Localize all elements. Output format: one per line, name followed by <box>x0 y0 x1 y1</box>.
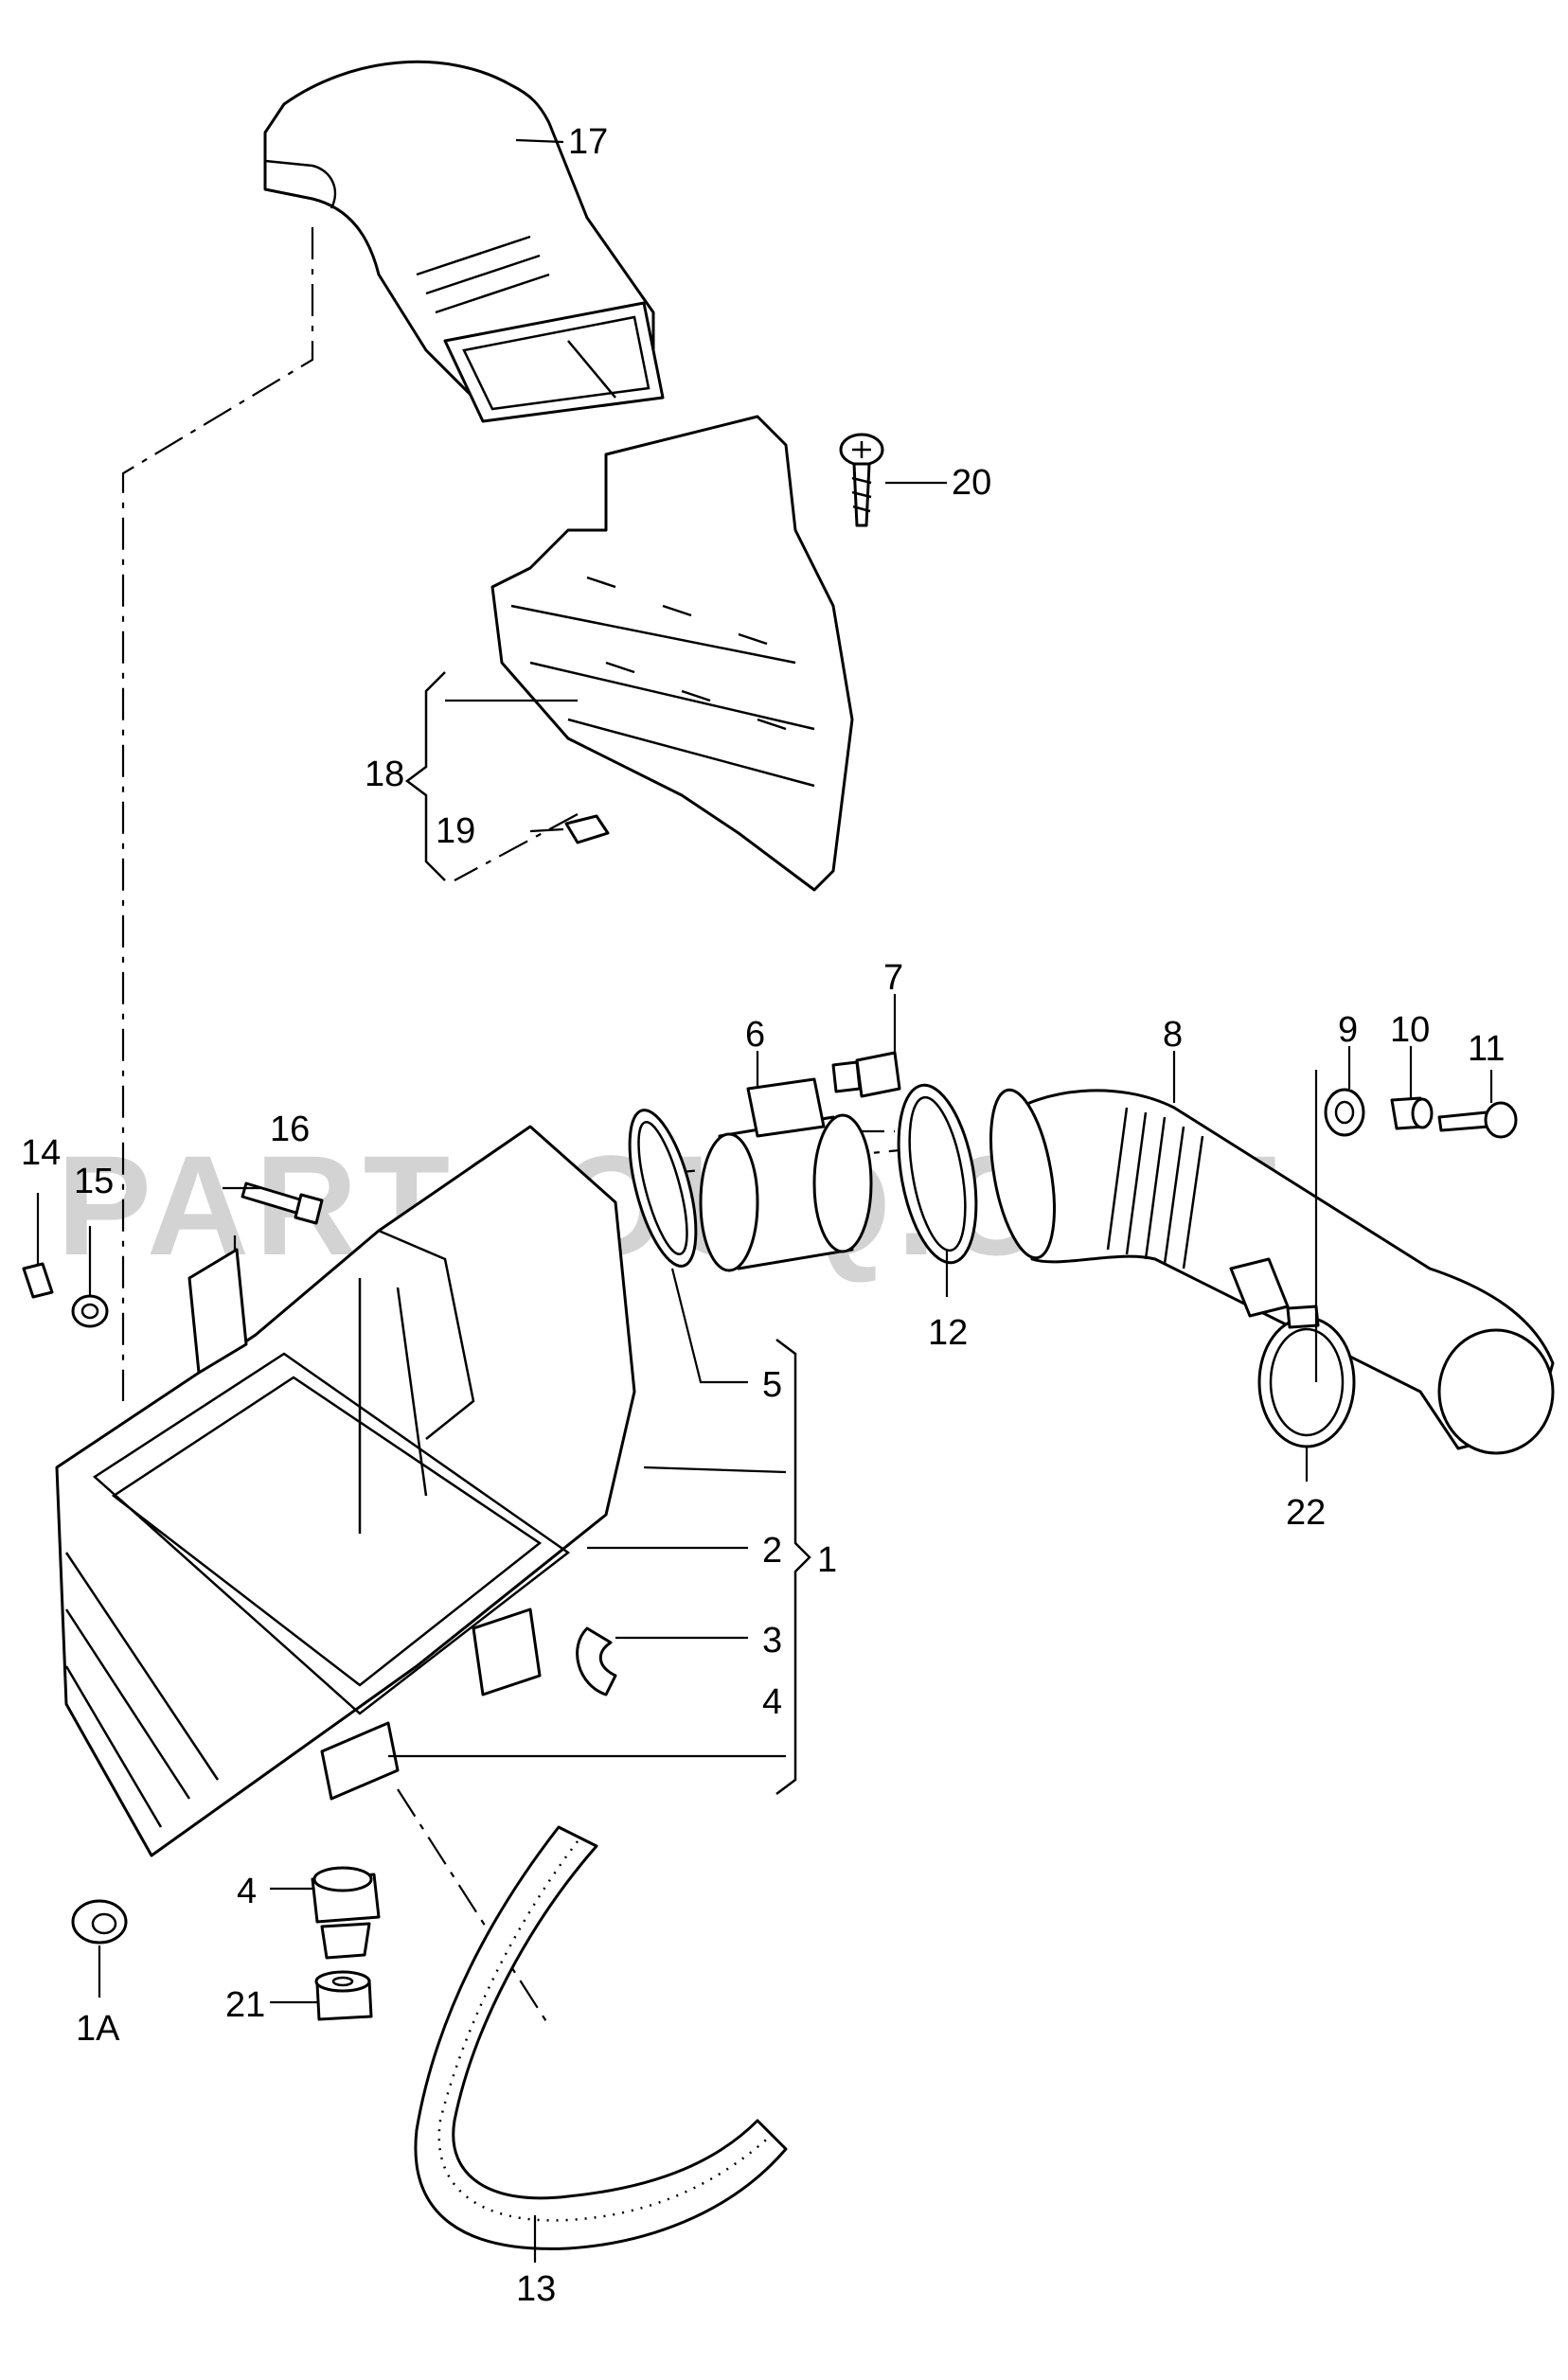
grommet-icon <box>71 1899 128 1945</box>
intake-duct-icon <box>263 60 665 423</box>
plug-icon <box>22 1262 54 1299</box>
callout-21: 21 <box>225 1985 265 2025</box>
screw-icon <box>839 433 884 527</box>
callout-17: 17 <box>568 122 608 162</box>
bolt-icon <box>1437 1101 1518 1139</box>
bolt-icon <box>241 1181 324 1225</box>
callout-18: 18 <box>365 755 404 794</box>
callout-12: 12 <box>928 1313 968 1353</box>
leader-lines <box>36 138 1493 2263</box>
callout-9: 9 <box>1338 1010 1358 1050</box>
callout-7: 7 <box>883 958 903 998</box>
air-mass-meter-icon <box>699 1077 873 1272</box>
spacer-icon <box>1390 1096 1434 1130</box>
clip-icon <box>576 1626 617 1696</box>
callout-4-group: 4 <box>762 1682 782 1722</box>
hose-clamp-icon <box>897 1083 978 1265</box>
bolt-icon <box>831 1051 901 1098</box>
callout-5: 5 <box>762 1365 782 1405</box>
callout-1A: 1A <box>76 2009 120 2049</box>
callout-14: 14 <box>21 1133 61 1173</box>
callout-labels: 17 20 18 19 7 6 8 9 10 11 14 15 16 5 12 … <box>21 122 1505 2309</box>
callout-20: 20 <box>952 463 991 503</box>
grommet-icon <box>1324 1088 1365 1137</box>
callout-19: 19 <box>436 811 475 851</box>
air-filter-housing-icon <box>55 1125 636 1857</box>
callout-22: 22 <box>1286 1493 1326 1533</box>
callout-15: 15 <box>74 1162 114 1201</box>
callout-11: 11 <box>1468 1029 1505 1069</box>
clip-nut-icon <box>564 814 610 844</box>
damper-icon <box>314 1970 373 2021</box>
callout-6: 6 <box>745 1015 765 1055</box>
callout-10: 10 <box>1390 1010 1430 1050</box>
intake-hose-icon <box>989 1088 1555 1455</box>
washer-icon <box>71 1294 109 1328</box>
callout-4: 4 <box>237 1872 257 1911</box>
seal-ring-icon <box>628 1109 698 1268</box>
callout-16: 16 <box>270 1110 310 1149</box>
group-brace <box>775 1339 811 1795</box>
rubber-mount-icon <box>311 1866 381 1960</box>
air-guide-icon <box>490 415 854 892</box>
callout-2: 2 <box>762 1531 782 1571</box>
callout-8: 8 <box>1163 1015 1183 1055</box>
callout-3: 3 <box>762 1621 782 1661</box>
hose-clamp-icon <box>1257 1305 1356 1448</box>
foam-seal-icon <box>414 1825 788 2250</box>
group-brace <box>404 671 446 881</box>
callout-13: 13 <box>516 2269 556 2309</box>
callout-1: 1 <box>817 1540 837 1580</box>
